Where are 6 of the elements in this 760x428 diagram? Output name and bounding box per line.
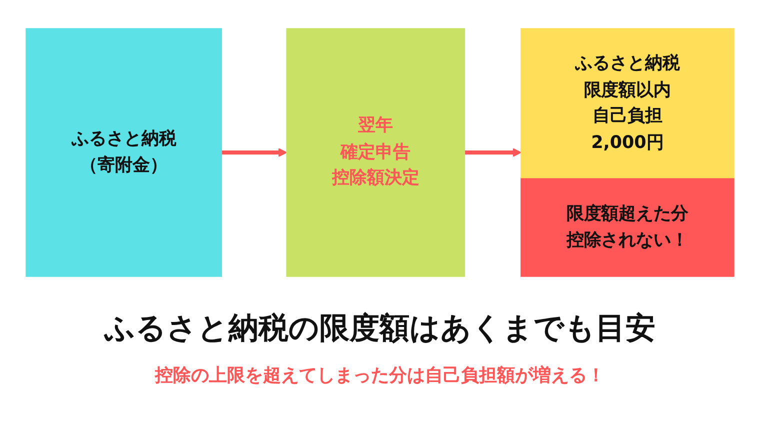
node-box: ふるさと納税 （寄附金） [26, 28, 222, 277]
arrow [464, 148, 522, 158]
note-text: 控除の上限を超えてしまった分は自己負担額が増える！ [155, 364, 605, 387]
caption: ふるさと納税の限度額はあくまでも目安 [104, 310, 656, 348]
node-box: ふるさと納税 限度額以内 自己負担 2,000円 [520, 28, 734, 180]
arrow [221, 148, 288, 158]
